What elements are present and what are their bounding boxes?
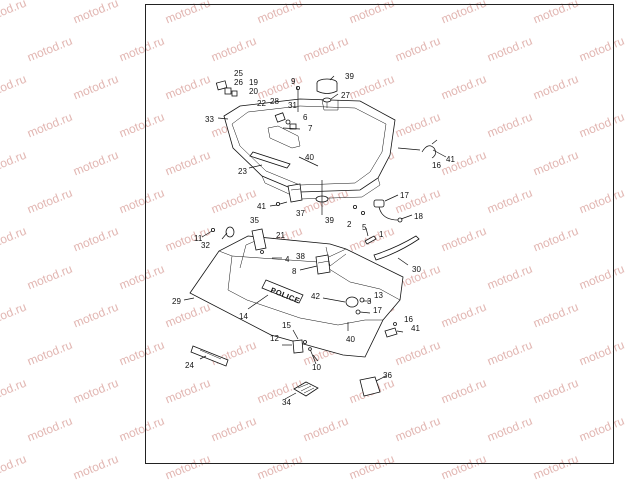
pins-part-2-5 <box>352 204 365 215</box>
callout-41-right: 41 <box>446 155 455 164</box>
plug-part-1 <box>364 235 377 245</box>
ring-part-11-32 <box>210 226 235 238</box>
callout-32: 32 <box>201 241 210 250</box>
callout-3: 3 <box>367 297 372 306</box>
callout-24: 24 <box>185 361 194 370</box>
hinge-part-39-lower <box>315 180 329 215</box>
callout-39-top: 39 <box>345 72 354 81</box>
callout-6: 6 <box>303 113 308 122</box>
callout-36: 36 <box>383 371 392 380</box>
exploded-parts-diagram: POLICE <box>172 69 455 407</box>
callout-27: 27 <box>341 91 350 100</box>
callout-5: 5 <box>362 223 367 232</box>
hinge-parts-25-26 <box>215 80 238 97</box>
saddlebag-lid <box>223 98 396 200</box>
callout-4: 4 <box>285 255 290 264</box>
bracket-part-37 <box>287 183 303 203</box>
callout-14: 14 <box>239 312 248 321</box>
callout-40-top: 40 <box>305 153 314 162</box>
latch-parts-28-31 <box>274 112 301 130</box>
callout-13: 13 <box>374 291 383 300</box>
callout-41-low: 41 <box>411 324 420 333</box>
callout-22: 22 <box>257 99 266 108</box>
hook-part-16-41 <box>421 139 438 159</box>
callout-21: 21 <box>276 231 285 240</box>
callout-31: 31 <box>288 101 297 110</box>
cable-part-17-18 <box>373 199 403 223</box>
callout-37: 37 <box>296 209 305 218</box>
callout-15: 15 <box>282 321 291 330</box>
trim-strip-part-30 <box>373 235 420 261</box>
trim-part-24 <box>190 345 229 367</box>
label-part-36 <box>359 376 381 397</box>
callout-17-top: 17 <box>400 191 409 200</box>
callout-41-left: 41 <box>257 202 266 211</box>
callout-34: 34 <box>282 398 291 407</box>
callout-40-low: 40 <box>346 335 355 344</box>
callout-18: 18 <box>414 212 423 221</box>
callout-12: 12 <box>270 334 279 343</box>
leader-lines <box>183 75 447 400</box>
callout-16-top: 16 <box>432 161 441 170</box>
callout-30: 30 <box>412 265 421 274</box>
callout-20: 20 <box>249 87 258 96</box>
pad-part-23 <box>249 151 291 169</box>
callout-labels: 25 26 19 20 9 39 27 22 28 31 6 7 33 40 2… <box>172 69 455 407</box>
hook-part-16-41-lower <box>384 322 398 338</box>
callout-28: 28 <box>270 97 279 106</box>
cap-part-39 <box>316 78 338 94</box>
callout-9: 9 <box>291 77 296 86</box>
callout-25: 25 <box>234 69 243 78</box>
bracket-part-21-35 <box>251 228 267 254</box>
callout-19: 19 <box>249 78 258 87</box>
bracket-part-8-38 <box>315 254 331 275</box>
callout-26: 26 <box>234 78 243 87</box>
callout-16-low: 16 <box>404 315 413 324</box>
callout-39-low: 39 <box>325 216 334 225</box>
callout-7: 7 <box>308 124 313 133</box>
callout-42: 42 <box>311 292 320 301</box>
callout-35: 35 <box>250 216 259 225</box>
diagram-frame <box>145 4 614 464</box>
callout-10: 10 <box>312 363 321 372</box>
callout-38: 38 <box>296 252 305 261</box>
callout-23: 23 <box>238 167 247 176</box>
clip-part-10 <box>308 347 317 365</box>
callout-1: 1 <box>379 230 384 239</box>
callout-29: 29 <box>172 297 181 306</box>
callout-33: 33 <box>205 115 214 124</box>
screw-part-41-lid <box>275 201 288 206</box>
reflector-part-34 <box>293 381 319 397</box>
callout-17-low: 17 <box>373 306 382 315</box>
grommet-part-27 <box>322 97 332 108</box>
callout-2: 2 <box>347 220 352 229</box>
bracket-part-12-15 <box>292 339 307 354</box>
callout-11: 11 <box>194 234 203 243</box>
callout-8: 8 <box>292 267 297 276</box>
